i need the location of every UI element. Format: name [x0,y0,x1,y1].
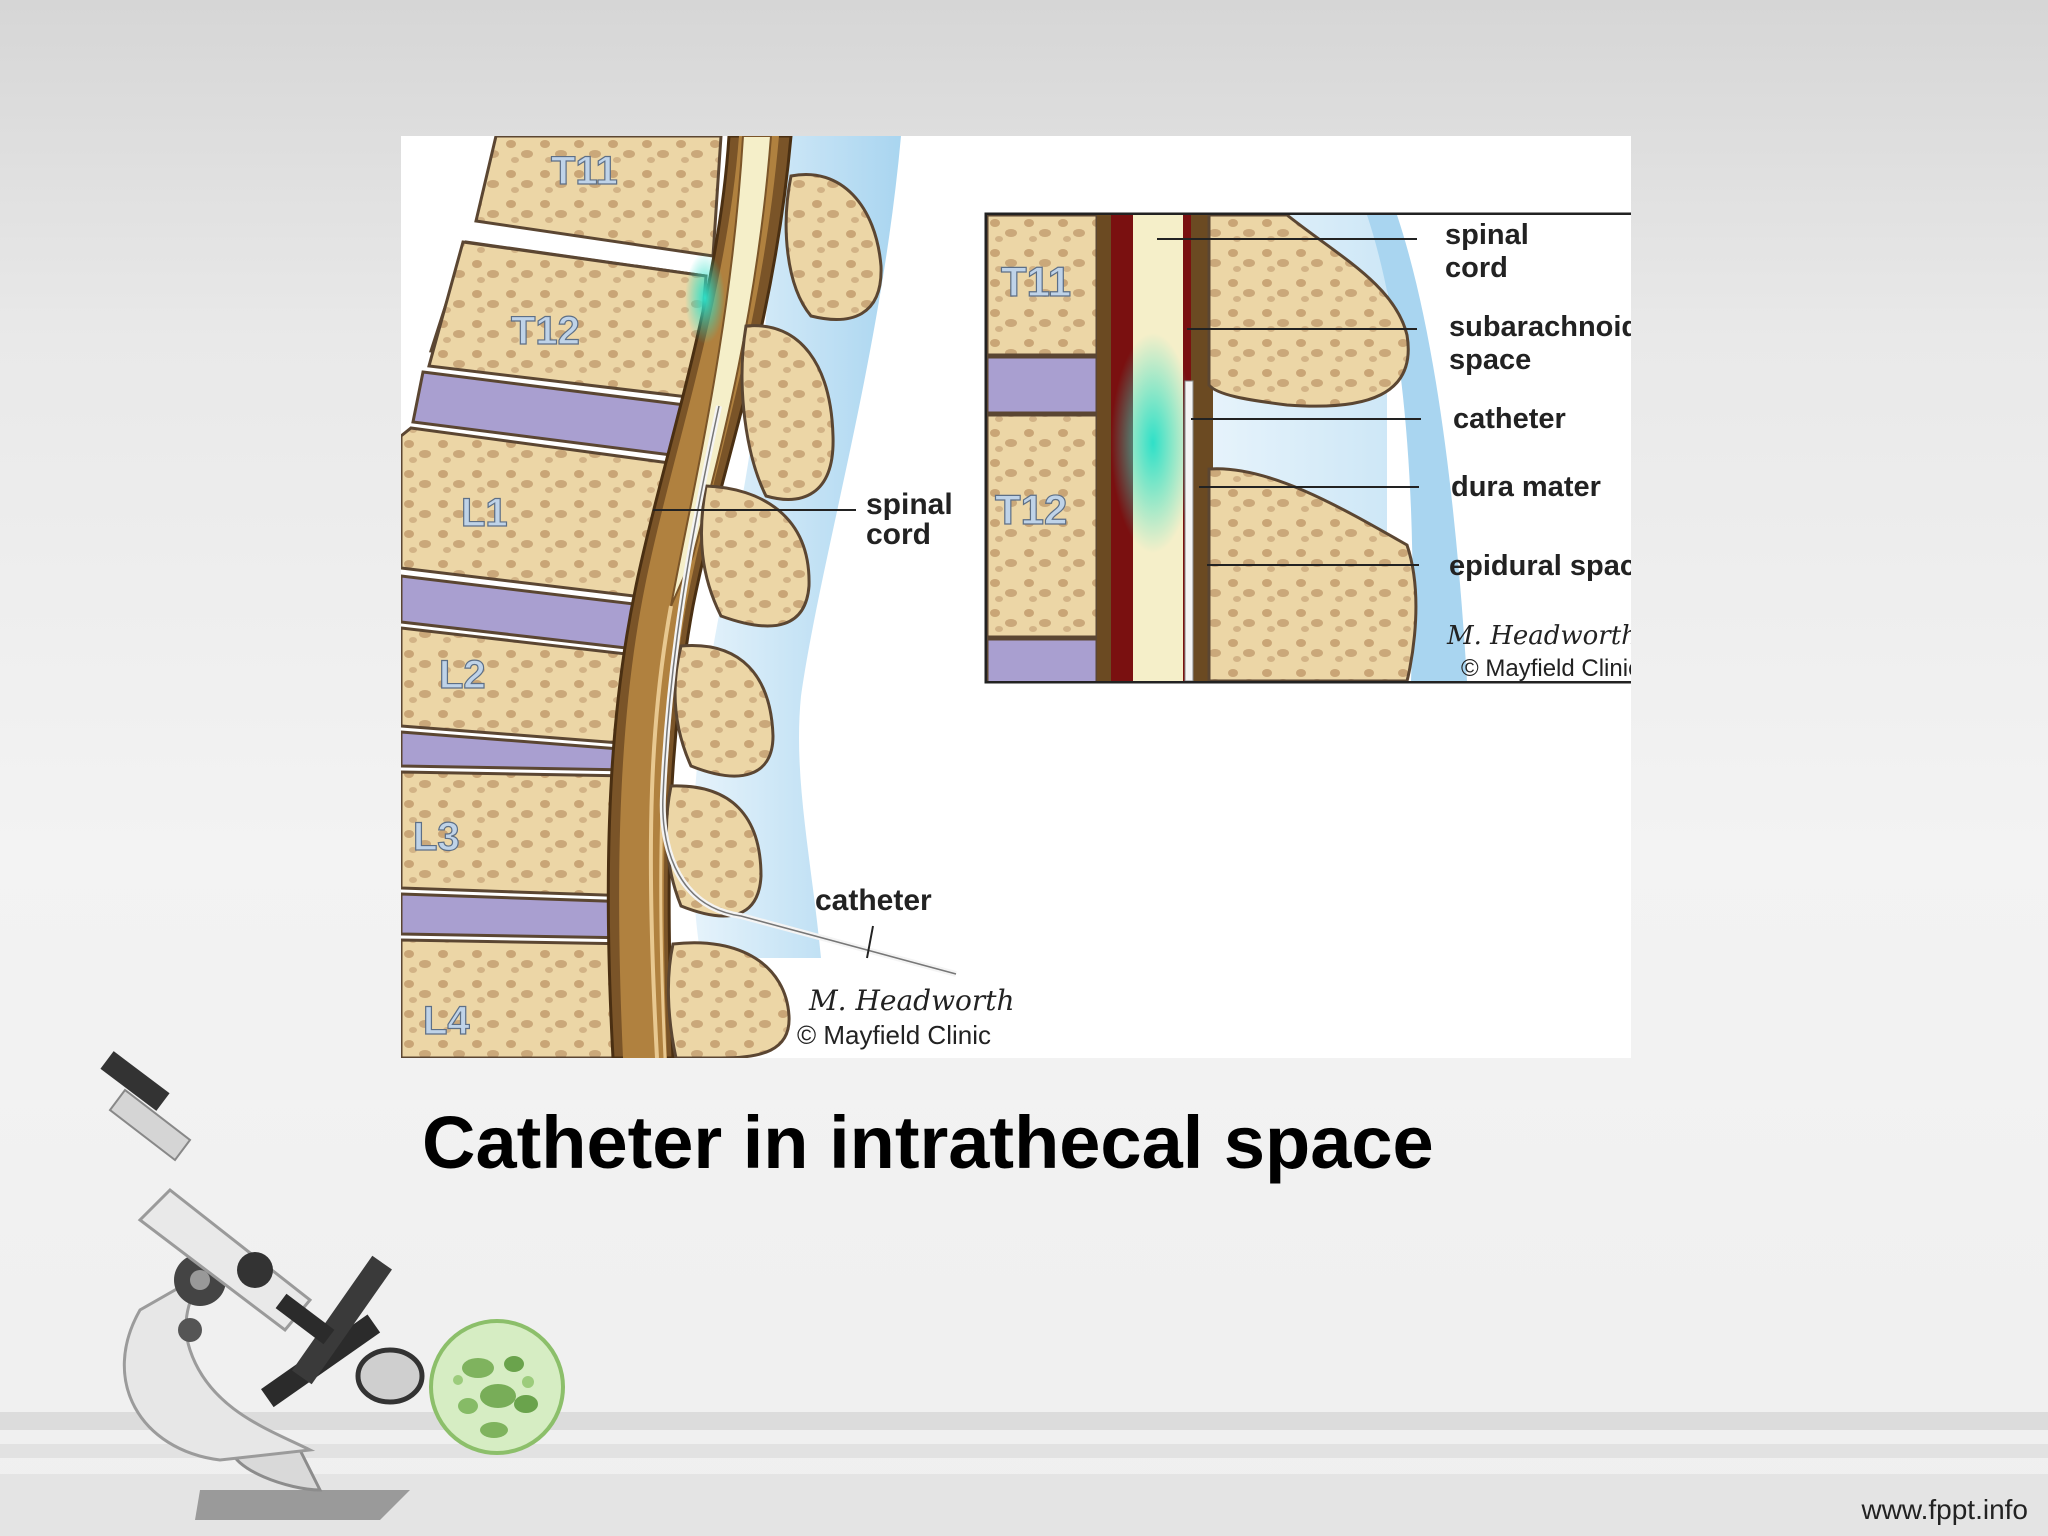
inset-callout-spinal-cord: cord [1445,252,1508,284]
spinous-processes [664,173,883,1058]
main-drug-cloud [685,252,725,344]
main-copyright: © Mayfield Clinic [797,1020,991,1050]
vertebral-bodies [401,136,723,1058]
inset-vertebra-label: T11 [1001,258,1071,305]
inset-callout-subarachnoid: space [1449,344,1531,376]
inset-callout-epidural-space: epidural space [1449,550,1631,582]
main-vertebra-label: L3 [413,815,460,859]
main-vertebra-label: L4 [423,999,470,1043]
inset-signature: M. Headworth [1446,621,1631,651]
main-vertebra-label: L1 [461,491,508,535]
main-vertebra-label: T11 [551,149,618,193]
main-spinal-cord-label: spinal [866,488,953,521]
inset-diagram [984,212,1631,684]
inset-callout-subarachnoid: subarachnoid [1449,311,1631,343]
bacteria-dish-icon [428,1318,566,1456]
inset-callout-spinal-cord: spinal [1445,219,1529,251]
inset-callout-dura-mater: dura mater [1451,471,1601,503]
inset-callout-catheter: catheter [1453,403,1566,435]
main-spinal-cord-label: cord [866,518,931,551]
inset-callout-labels: spinal cord subarachnoid space catheter … [1445,219,1631,682]
microscope-icon [80,1050,580,1535]
slide-caption: Catheter in intrathecal space [422,1101,1434,1184]
main-catheter-label: catheter [815,884,932,917]
spine-catheter-illustration: T11 T12 L1 L2 L3 L4 spinal cord catheter… [401,136,1631,1058]
main-vertebra-label: L2 [439,653,486,697]
footer-url: www.fppt.info [1861,1494,2028,1525]
inset-copyright: © Mayfield Clinic [1461,655,1631,682]
main-spinal-cord [670,136,773,607]
main-signature: M. Headworth [808,984,1015,1017]
inset-vertebra-label: T12 [995,486,1067,533]
main-spine-diagram [401,136,957,1058]
main-vertebra-label: T12 [511,309,580,353]
